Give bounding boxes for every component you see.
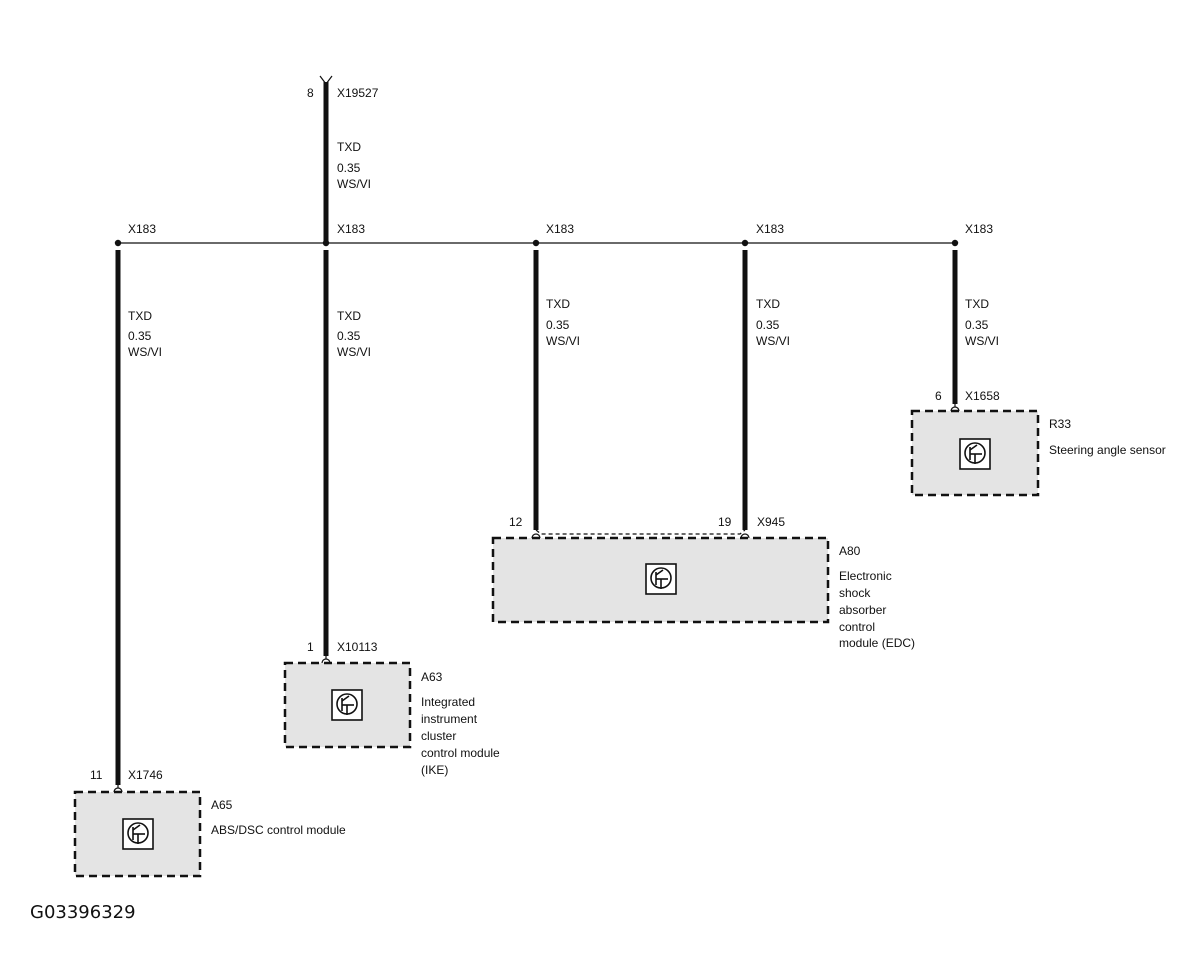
splice-label-3: X183 <box>546 222 574 236</box>
branch-3-signal: TXD <box>546 297 570 311</box>
branch-2-gauge: 0.35 <box>337 329 361 343</box>
branch-1-gauge: 0.35 <box>128 329 152 343</box>
a80-desc-2: absorber <box>839 603 886 617</box>
branch-5-gauge: 0.35 <box>965 318 989 332</box>
branch-4-color: WS/VI <box>756 334 790 348</box>
splice-dot-5 <box>951 239 959 247</box>
r33-desc-0: Steering angle sensor <box>1049 443 1166 457</box>
branch-3-color: WS/VI <box>546 334 580 348</box>
r33-ref: R33 <box>1049 417 1071 431</box>
top-wire-gauge: 0.35 <box>337 161 361 175</box>
splice-dot-4 <box>741 239 749 247</box>
a65-ref: A65 <box>211 798 233 812</box>
branch-1-signal: TXD <box>128 309 152 323</box>
control-module-icon <box>645 563 677 595</box>
a80-desc-4: module (EDC) <box>839 636 915 650</box>
splice-label-4: X183 <box>756 222 784 236</box>
pin-terminal-a80-12 <box>531 533 541 539</box>
splice-label-5: X183 <box>965 222 993 236</box>
branch-2-color: WS/VI <box>337 345 371 359</box>
a80-desc-0: Electronic <box>839 569 892 583</box>
a63-desc-0: Integrated <box>421 695 475 709</box>
splice-dot-3 <box>532 239 540 247</box>
figure-id: G03396329 <box>30 902 136 923</box>
a80-ref: A80 <box>839 544 861 558</box>
splice-label-1: X183 <box>128 222 156 236</box>
splice-dot-2 <box>322 239 330 247</box>
top-connector-pin: 8 <box>307 86 314 100</box>
a80-pin-b: 19 <box>718 515 732 529</box>
branch-5-color: WS/VI <box>965 334 999 348</box>
splice-dot-1 <box>114 239 122 247</box>
a80-connector: X945 <box>757 515 785 529</box>
branch-3-gauge: 0.35 <box>546 318 570 332</box>
branch-5-signal: TXD <box>965 297 989 311</box>
control-module-icon <box>959 438 991 470</box>
a63-desc-4: (IKE) <box>421 763 448 777</box>
a65-desc-0: ABS/DSC control module <box>211 823 346 837</box>
control-module-icon <box>331 689 363 721</box>
a63-desc-1: instrument <box>421 712 478 726</box>
branch-2-signal: TXD <box>337 309 361 323</box>
a63-pin: 1 <box>307 640 314 654</box>
control-module-icon <box>122 818 154 850</box>
a63-connector: X10113 <box>337 640 378 654</box>
a80-pin-a: 12 <box>509 515 523 529</box>
a63-desc-2: cluster <box>421 729 456 743</box>
a63-desc-3: control module <box>421 746 500 760</box>
branch-4-gauge: 0.35 <box>756 318 780 332</box>
a65-pin: 11 <box>90 768 103 782</box>
a65-connector: X1746 <box>128 768 163 782</box>
a80-connector-bracket <box>535 529 746 535</box>
top-wire-color: WS/VI <box>337 177 371 191</box>
branch-1-color: WS/VI <box>128 345 162 359</box>
branch-4-signal: TXD <box>756 297 780 311</box>
a80-desc-1: shock <box>839 586 871 600</box>
pin-terminal-a80-19 <box>740 533 750 539</box>
splice-label-2: X183 <box>337 222 365 236</box>
a80-box <box>491 536 830 624</box>
r33-connector: X1658 <box>965 389 1000 403</box>
r33-pin: 6 <box>935 389 942 403</box>
a80-desc-3: control <box>839 620 875 634</box>
top-connector-id: X19527 <box>337 86 379 100</box>
top-wire-signal: TXD <box>337 140 361 154</box>
a63-ref: A63 <box>421 670 443 684</box>
